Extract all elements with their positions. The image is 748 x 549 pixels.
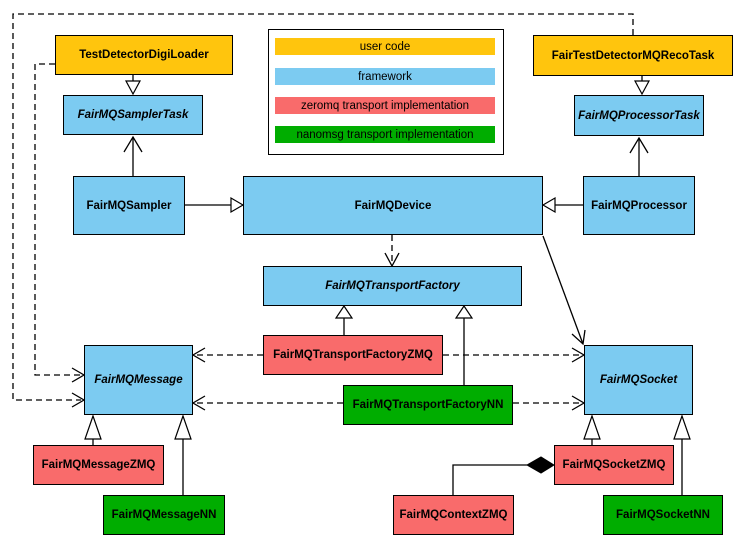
legend-item-framework: framework [275,68,495,85]
edge-factorynn-message-dependency [191,395,343,411]
arrowhead [123,135,143,153]
edge-line [452,464,527,495]
node-fairmqtransportfactoryzmq: FairMQTransportFactoryZMQ [263,335,443,375]
edge-messagenn-message-inheritance [174,414,192,495]
node-fairmqmessagenn: FairMQMessageNN [103,495,225,535]
edge-factorynn-socket-dependency [513,395,586,411]
triangle-arrowhead [673,414,691,440]
triangle-arrowhead [230,196,245,214]
legend-item-user-code: user code [275,38,495,55]
edge-recotask-processortask-inheritance [633,76,651,96]
node-fairmqdevice: FairMQDevice [243,176,543,235]
arrowhead [191,395,206,411]
edge-line [542,235,584,345]
node-fairmqprocessor: FairMQProcessor [583,176,695,235]
node-fairmqmessage: FairMQMessage [84,345,193,415]
edge-line [34,63,81,376]
edge-factoryzmq-factory-inheritance [334,304,354,335]
node-fairmqsamplertask: FairMQSamplerTask [63,95,203,135]
edge-processor-processortask-arrow [629,136,649,176]
triangle-arrowhead [583,414,601,440]
node-testdetectordigiloader: TestDetectorDigiLoader [55,35,233,75]
edge-processor-device-inheritance [541,196,583,214]
node-fairmqprocessortask: FairMQProcessorTask [574,95,704,136]
arrowhead [191,347,206,363]
triangle-arrowhead [124,80,142,96]
legend-item-nanomsg: nanomsg transport implementation [275,126,495,143]
edge-socketzmq-socket-inheritance [583,414,601,445]
composition-diamond [525,456,555,474]
edge-factorynn-factory-inheritance [454,304,474,385]
arrowhead [571,329,586,346]
edge-factoryzmq-message-dependency [191,347,263,363]
triangle-arrowhead [454,304,474,319]
node-fairmqtransportfactorynn: FairMQTransportFactoryNN [343,385,513,425]
arrowhead [629,136,649,154]
triangle-arrowhead [541,196,556,214]
node-fairmqcontextzmq: FairMQContextZMQ [393,495,514,535]
triangle-arrowhead [633,80,651,96]
edge-device-socket-association [542,235,586,346]
node-fairmqtransportfactory: FairMQTransportFactory [263,266,522,306]
legend: user code framework zeromq transport imp… [268,29,504,155]
triangle-arrowhead [174,414,192,440]
edge-messagezmq-message-inheritance [84,414,102,445]
node-fairtestdetectormqrecotask: FairTestDetectorMQRecoTask [533,35,733,76]
edge-socketnn-socket-inheritance [673,414,691,495]
edge-line [12,13,634,401]
triangle-arrowhead [334,304,354,319]
edge-sampler-device-inheritance [185,196,245,214]
edge-device-transportfactory-dependency [384,235,400,268]
edge-sampler-samplertask-arrow [123,135,143,176]
node-fairmqsocketzmq: FairMQSocketZMQ [554,445,674,485]
node-fairmqsampler: FairMQSampler [73,176,185,235]
edge-contextzmq-socketzmq-composition [452,456,555,495]
node-fairmqsocketnn: FairMQSocketNN [603,495,723,535]
node-fairmqmessagezmq: FairMQMessageZMQ [33,445,164,485]
triangle-arrowhead [84,414,102,440]
node-fairmqsocket: FairMQSocket [584,345,693,415]
edge-digiloader-samplertask-inheritance [124,75,142,96]
legend-item-zeromq: zeromq transport implementation [275,97,495,114]
